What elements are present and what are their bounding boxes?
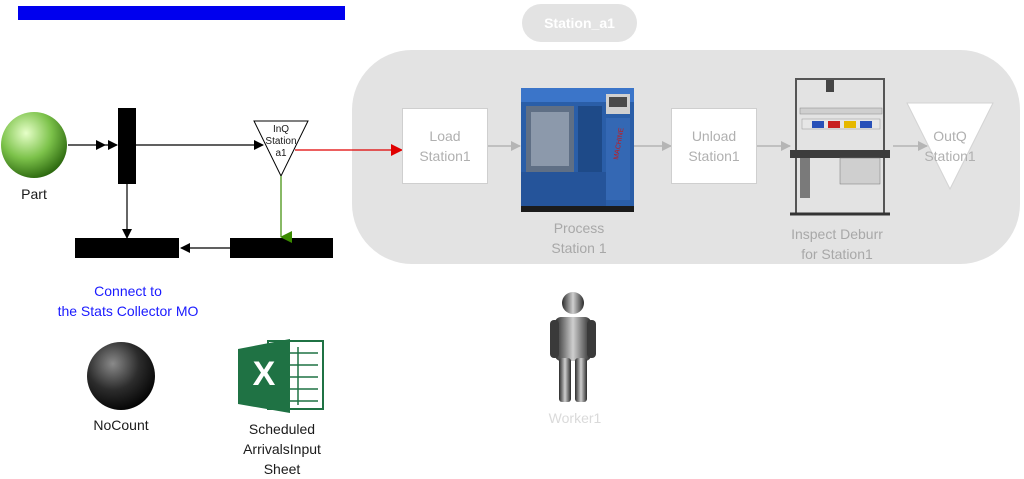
station-title-pill[interactable]: Station_a1 bbox=[522, 4, 637, 42]
unload-station-box[interactable]: Unload Station1 bbox=[671, 108, 757, 184]
workbench-icon[interactable] bbox=[790, 78, 890, 216]
excel-icon[interactable] bbox=[238, 339, 324, 413]
cnc-machine-icon[interactable]: MACHINE bbox=[521, 88, 634, 212]
process-label: Process Station 1 bbox=[551, 220, 607, 256]
station-title: Station_a1 bbox=[544, 15, 615, 31]
worker-label: Worker1 bbox=[548, 410, 602, 426]
splitter-bar[interactable] bbox=[118, 108, 136, 184]
outq-triangle[interactable] bbox=[906, 102, 994, 191]
excel-label: Scheduled ArrivalsInput Sheet bbox=[243, 421, 321, 477]
excel-x-letter: X bbox=[252, 355, 276, 393]
inq-triangle[interactable] bbox=[253, 120, 309, 178]
nocount-sphere[interactable] bbox=[87, 342, 155, 410]
load-station-box[interactable]: Load Station1 bbox=[402, 108, 488, 184]
collector-bar-left[interactable] bbox=[75, 238, 179, 258]
worker-icon[interactable] bbox=[550, 292, 596, 402]
inspect-label: Inspect Deburr for Station1 bbox=[791, 226, 883, 262]
part-label: Part bbox=[21, 186, 47, 202]
collector-bar-right[interactable] bbox=[230, 238, 333, 258]
part-sphere[interactable] bbox=[1, 112, 67, 178]
header-bar bbox=[18, 6, 345, 20]
outq-label: OutQ Station1 bbox=[924, 128, 976, 164]
connect-note: Connect to the Stats Collector MO bbox=[57, 283, 199, 319]
inq-label: InQ Station a1 bbox=[265, 124, 297, 159]
nocount-label: NoCount bbox=[93, 417, 149, 433]
